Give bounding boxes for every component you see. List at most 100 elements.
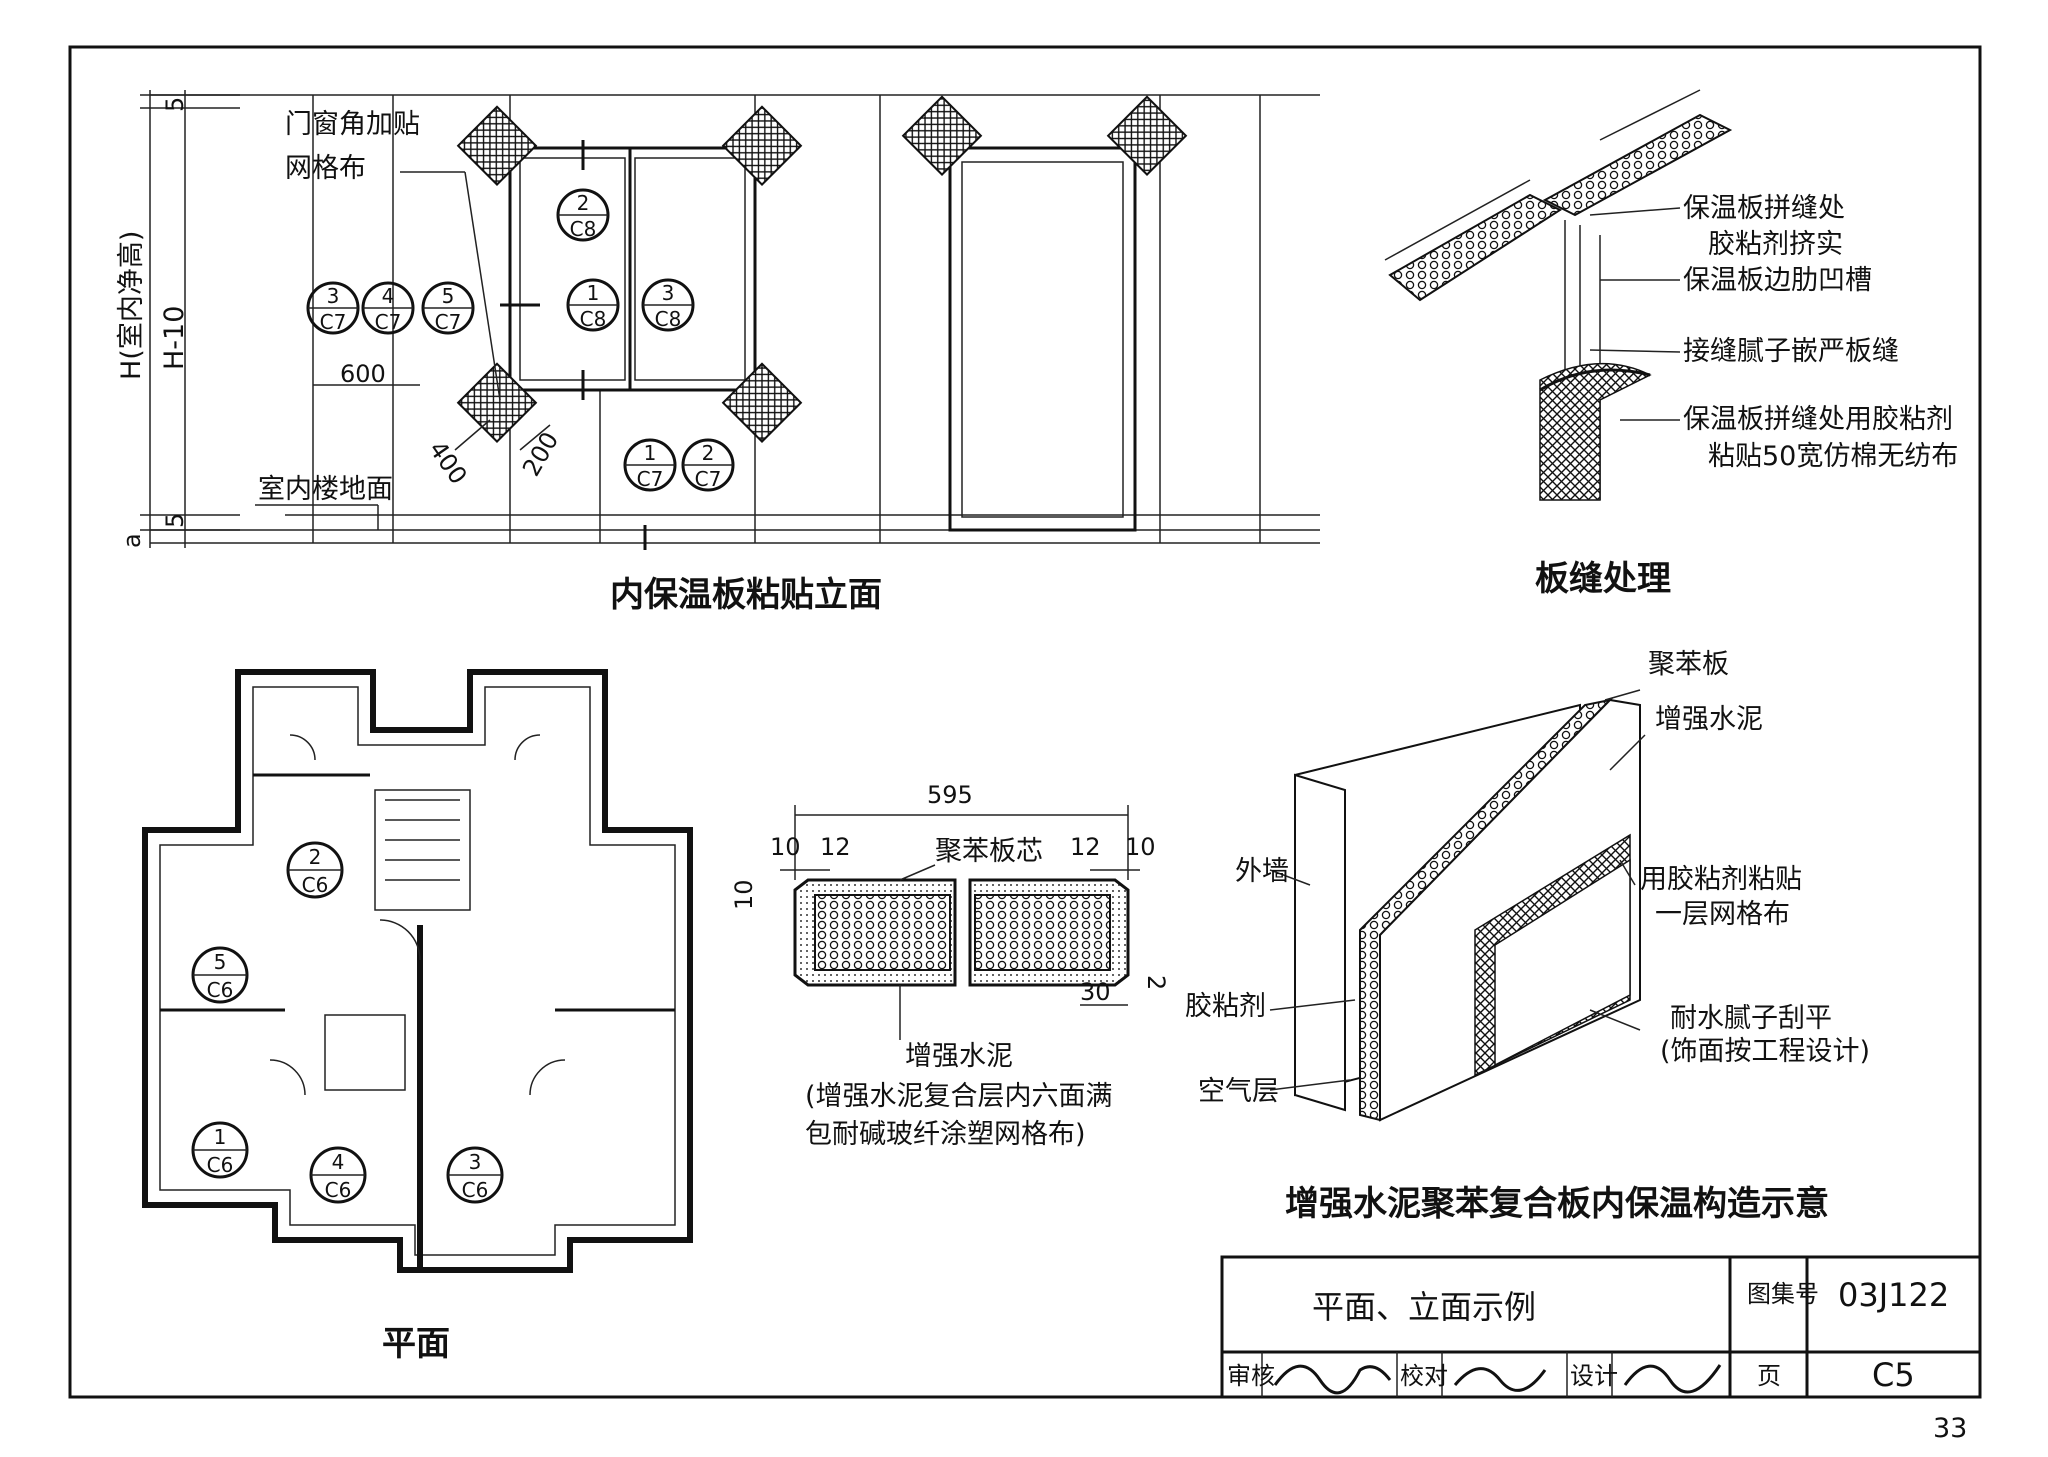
joint-detail-drawing [1384, 89, 1733, 501]
composite-diagram [1269, 689, 1646, 1122]
title-block [1220, 1255, 1982, 1399]
joint-label-3: 保温板边肋凹槽 [1683, 265, 1872, 296]
adhesive-label: 胶粘剂 [1185, 991, 1266, 1022]
atlas-label: 图集号 [1747, 1280, 1819, 1308]
floor-plan-drawing [142, 669, 693, 1273]
mesh-patch [721, 105, 803, 187]
plan-ref-bubble[interactable]: 4C6 [309, 1146, 367, 1204]
svg-text:C6: C6 [207, 978, 234, 1002]
svg-text:C6: C6 [207, 1153, 234, 1177]
dim-5-top: 5 [161, 97, 189, 112]
corner-mesh-label-2: 网格布 [285, 153, 366, 184]
mesh-patch [901, 95, 983, 177]
dim-600: 600 [340, 360, 386, 388]
plan-ref-bubble[interactable]: 1C6 [191, 1121, 249, 1179]
dim-10-right: 10 [1125, 833, 1156, 861]
drawing-title: 平面、立面示例 [1312, 1288, 1536, 1326]
svg-text:C8: C8 [570, 217, 597, 241]
svg-text:C7: C7 [695, 467, 722, 491]
page-label: 页 [1757, 1362, 1781, 1390]
window-frame [508, 146, 757, 392]
svg-text:C7: C7 [637, 467, 664, 491]
atlas-number: 03J122 [1838, 1276, 1949, 1314]
svg-text:4: 4 [382, 284, 395, 308]
dim-12-right: 12 [1070, 833, 1101, 861]
detail-ref-bubble[interactable]: 1C8 [566, 278, 620, 332]
detail-ref-bubble[interactable]: 2C7 [681, 438, 735, 492]
check-label: 校对 [1400, 1362, 1448, 1390]
detail-ref-bubble[interactable]: 3C8 [641, 278, 695, 332]
svg-text:C8: C8 [655, 307, 682, 331]
design-label: 设计 [1570, 1362, 1618, 1390]
page-code: C5 [1872, 1356, 1915, 1394]
svg-text:5: 5 [442, 284, 455, 308]
mesh-label-2: 一层网格布 [1655, 899, 1790, 930]
svg-text:3: 3 [469, 1150, 482, 1174]
dim-5-bottom: 5 [161, 513, 189, 528]
dim-10-vertical: 10 [730, 879, 758, 910]
section-note-1: (增强水泥复合层内六面满 [805, 1081, 1113, 1112]
svg-text:2: 2 [309, 845, 322, 869]
height-minus-10-label: H-10 [159, 306, 190, 370]
joint-label-4: 接缝腻子嵌严板缝 [1683, 336, 1899, 367]
plan-ref-bubble[interactable]: 3C6 [446, 1146, 504, 1204]
dim-10-left: 10 [770, 833, 801, 861]
plan-ref-bubble[interactable]: 5C6 [191, 946, 249, 1004]
sheet-border [68, 45, 1982, 1399]
dim-400: 400 [423, 436, 472, 490]
mesh-patch [721, 362, 803, 444]
joint-title: 板缝处理 [1535, 559, 1671, 599]
mesh-patch [456, 105, 538, 187]
door-frame [948, 146, 1137, 532]
svg-text:3: 3 [327, 284, 340, 308]
detail-ref-bubble[interactable]: 2C8 [556, 188, 610, 242]
elevation-title: 内保温板粘贴立面 [610, 575, 882, 615]
dim-12-left: 12 [820, 833, 851, 861]
polystyrene-label: 聚苯板 [1648, 649, 1729, 680]
detail-ref-bubble[interactable]: 3C7 [306, 281, 360, 335]
dim-30: 30 [1080, 978, 1111, 1006]
floor-label: 室内楼地面 [258, 474, 393, 505]
svg-text:3: 3 [662, 281, 675, 305]
mesh-patch [1106, 95, 1188, 177]
outer-wall-label: 外墙 [1235, 856, 1289, 887]
dim-200: 200 [517, 427, 564, 481]
elevation-drawing [140, 90, 1320, 550]
plan-title: 平面 [382, 1324, 450, 1364]
svg-text:C6: C6 [325, 1178, 352, 1202]
svg-text:1: 1 [214, 1125, 227, 1149]
cement-label: 增强水泥 [905, 1041, 1013, 1072]
plan-ref-bubble[interactable]: 2C6 [286, 841, 344, 899]
page-number: 33 [1933, 1413, 1967, 1444]
svg-text:1: 1 [644, 441, 657, 465]
putty-label-2: (饰面按工程设计) [1660, 1036, 1870, 1067]
joint-label-6: 粘贴50宽仿棉无纺布 [1708, 441, 1958, 472]
corner-mesh-label-1: 门窗角加贴 [285, 109, 420, 140]
mesh-label-1: 用胶粘剂粘贴 [1640, 864, 1802, 895]
svg-text:2: 2 [577, 191, 590, 215]
svg-text:2: 2 [702, 441, 715, 465]
core-label: 聚苯板芯 [935, 836, 1043, 867]
svg-text:5: 5 [214, 950, 227, 974]
cement-layer-label: 增强水泥 [1655, 704, 1763, 735]
panel-section-drawing [780, 805, 1140, 1040]
svg-text:C6: C6 [302, 873, 329, 897]
section-note-2: 包耐碱玻纤涂塑网格布) [805, 1119, 1086, 1150]
svg-text:C6: C6 [462, 1178, 489, 1202]
svg-text:C7: C7 [320, 310, 347, 334]
detail-ref-bubble[interactable]: 1C7 [623, 438, 677, 492]
svg-text:4: 4 [332, 1150, 345, 1174]
height-label: H(室内净高) [116, 231, 147, 380]
svg-text:C7: C7 [375, 310, 402, 334]
detail-ref-bubble[interactable]: 4C7 [361, 281, 415, 335]
joint-label-1: 保温板拼缝处 [1683, 193, 1845, 224]
joint-label-2: 胶粘剂挤实 [1708, 229, 1843, 260]
svg-text:C8: C8 [580, 307, 607, 331]
composite-title: 增强水泥聚苯复合板内保温构造示意 [1285, 1184, 1829, 1224]
air-layer-label: 空气层 [1198, 1076, 1279, 1107]
detail-ref-bubble[interactable]: 5C7 [421, 281, 475, 335]
dim-2: 2 [1142, 975, 1170, 990]
dim-a: a [118, 533, 146, 548]
review-label: 审核 [1227, 1362, 1275, 1390]
